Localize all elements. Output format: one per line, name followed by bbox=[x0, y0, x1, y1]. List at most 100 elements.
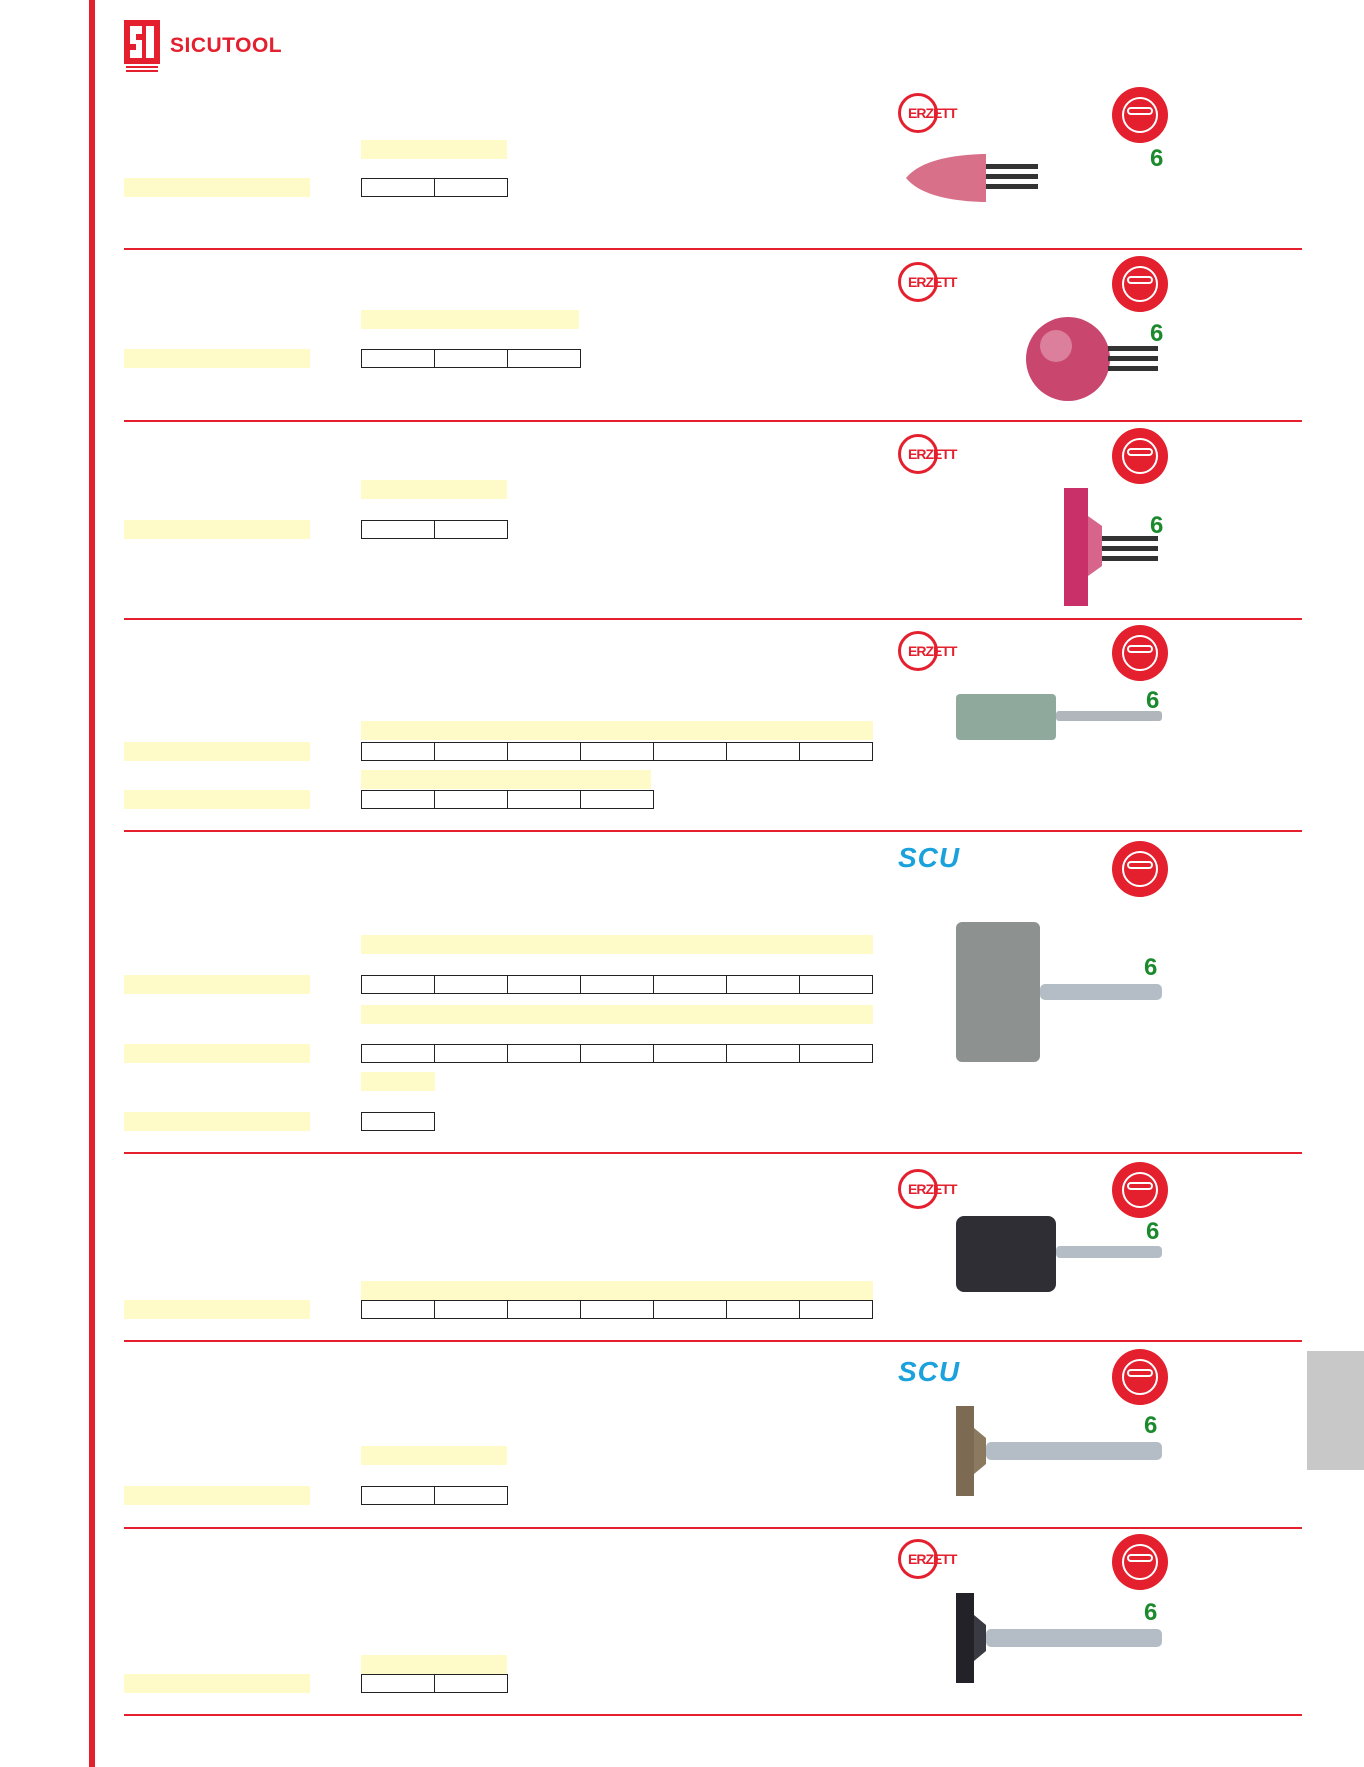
table-cell bbox=[726, 975, 800, 994]
shank-diameter: 6 bbox=[1146, 1218, 1160, 1245]
table-row bbox=[361, 1112, 435, 1131]
product-section-7: SCU 6 bbox=[124, 1342, 1302, 1529]
table-cell bbox=[434, 975, 508, 994]
table-cell bbox=[361, 1044, 435, 1063]
table-cell bbox=[434, 520, 508, 539]
section-divider bbox=[124, 830, 1302, 832]
section-divider bbox=[124, 1340, 1302, 1342]
section-divider bbox=[124, 1527, 1302, 1529]
column-header bbox=[361, 770, 651, 789]
row-label bbox=[124, 790, 310, 809]
shank-diameter: 6 bbox=[1146, 687, 1160, 714]
table-cell bbox=[361, 178, 435, 197]
table-cell bbox=[434, 178, 508, 197]
table-cell bbox=[361, 742, 435, 761]
table-cell bbox=[361, 975, 435, 994]
table-row bbox=[361, 742, 873, 761]
safety-goggles-icon bbox=[1112, 428, 1168, 484]
safety-goggles-icon bbox=[1112, 1534, 1168, 1590]
product-section-6: ERZETT 6 bbox=[124, 1154, 1302, 1342]
column-header bbox=[361, 1281, 873, 1300]
safety-goggles-icon bbox=[1112, 1349, 1168, 1405]
table-row bbox=[361, 1044, 873, 1063]
sicutool-logo-icon bbox=[124, 20, 160, 72]
rust-disc-tool-image bbox=[956, 1406, 1162, 1496]
pink-disc-tool-image bbox=[1064, 488, 1158, 606]
shank-diameter: 6 bbox=[1150, 145, 1164, 172]
column-header bbox=[361, 1005, 873, 1024]
table-cell bbox=[580, 1300, 654, 1319]
table-cell bbox=[361, 349, 435, 368]
row-label bbox=[124, 975, 310, 994]
erzett-logo: ERZETT bbox=[898, 93, 957, 133]
scu-logo: SCU bbox=[898, 1356, 961, 1387]
product-section-3: ERZETT 6 bbox=[124, 422, 1302, 620]
table-cell bbox=[799, 742, 873, 761]
table-cell bbox=[361, 1112, 435, 1131]
row-label bbox=[124, 178, 310, 197]
table-row bbox=[361, 790, 654, 809]
pink-ball-tool-image bbox=[1026, 317, 1158, 401]
table-cell bbox=[580, 790, 654, 809]
table-cell bbox=[799, 1044, 873, 1063]
table-row bbox=[361, 1486, 508, 1505]
row-label bbox=[124, 1112, 310, 1131]
table-cell bbox=[580, 975, 654, 994]
safety-goggles-icon bbox=[1112, 1162, 1168, 1218]
erzett-logo: ERZETT bbox=[898, 262, 957, 302]
safety-goggles-icon bbox=[1112, 625, 1168, 681]
column-header bbox=[361, 935, 873, 954]
row-label bbox=[124, 742, 310, 761]
product-section-1: ERZETT 6 bbox=[124, 80, 1302, 250]
table-cell bbox=[726, 742, 800, 761]
shank-diameter: 6 bbox=[1144, 954, 1158, 981]
product-section-4: ERZETT 6 bbox=[124, 620, 1302, 832]
erzett-logo: ERZETT bbox=[898, 1169, 957, 1209]
table-cell bbox=[726, 1300, 800, 1319]
section-divider bbox=[124, 618, 1302, 620]
row-label bbox=[124, 1486, 310, 1505]
table-row bbox=[361, 349, 581, 368]
column-header bbox=[361, 1072, 435, 1091]
shank-diameter: 6 bbox=[1150, 512, 1164, 539]
table-cell bbox=[361, 520, 435, 539]
column-header bbox=[361, 140, 507, 159]
table-cell bbox=[434, 1044, 508, 1063]
table-cell bbox=[507, 1044, 581, 1063]
product-section-8: ERZETT 6 bbox=[124, 1529, 1302, 1716]
table-row bbox=[361, 1674, 508, 1693]
shank-diameter: 6 bbox=[1144, 1599, 1158, 1626]
table-cell bbox=[361, 1486, 435, 1505]
brand-name: SICUTOOL bbox=[170, 34, 283, 57]
table-cell bbox=[799, 1300, 873, 1319]
column-header bbox=[361, 1655, 507, 1674]
erzett-logo: ERZETT bbox=[898, 631, 957, 671]
table-row bbox=[361, 1300, 873, 1319]
table-cell bbox=[434, 790, 508, 809]
table-cell bbox=[434, 742, 508, 761]
green-cylinder-tool-image bbox=[956, 694, 1162, 740]
erzett-logo: ERZETT bbox=[898, 434, 957, 474]
table-cell bbox=[580, 1044, 654, 1063]
erzett-logo: ERZETT bbox=[898, 1539, 957, 1579]
row-label bbox=[124, 520, 310, 539]
left-accent-bar bbox=[89, 0, 95, 1767]
table-cell bbox=[507, 742, 581, 761]
section-divider bbox=[124, 1152, 1302, 1154]
table-cell bbox=[361, 790, 435, 809]
table-row bbox=[361, 178, 508, 197]
table-cell bbox=[434, 1300, 508, 1319]
table-cell bbox=[507, 1300, 581, 1319]
table-cell bbox=[434, 1674, 508, 1693]
pink-cone-tool-image bbox=[906, 154, 1038, 202]
safety-goggles-icon bbox=[1112, 841, 1168, 897]
table-cell bbox=[580, 742, 654, 761]
table-cell bbox=[653, 975, 727, 994]
table-cell bbox=[653, 1044, 727, 1063]
table-cell bbox=[799, 975, 873, 994]
table-cell bbox=[434, 1486, 508, 1505]
table-cell bbox=[726, 1044, 800, 1063]
row-label bbox=[124, 1044, 310, 1063]
table-cell bbox=[507, 790, 581, 809]
section-divider bbox=[124, 420, 1302, 422]
